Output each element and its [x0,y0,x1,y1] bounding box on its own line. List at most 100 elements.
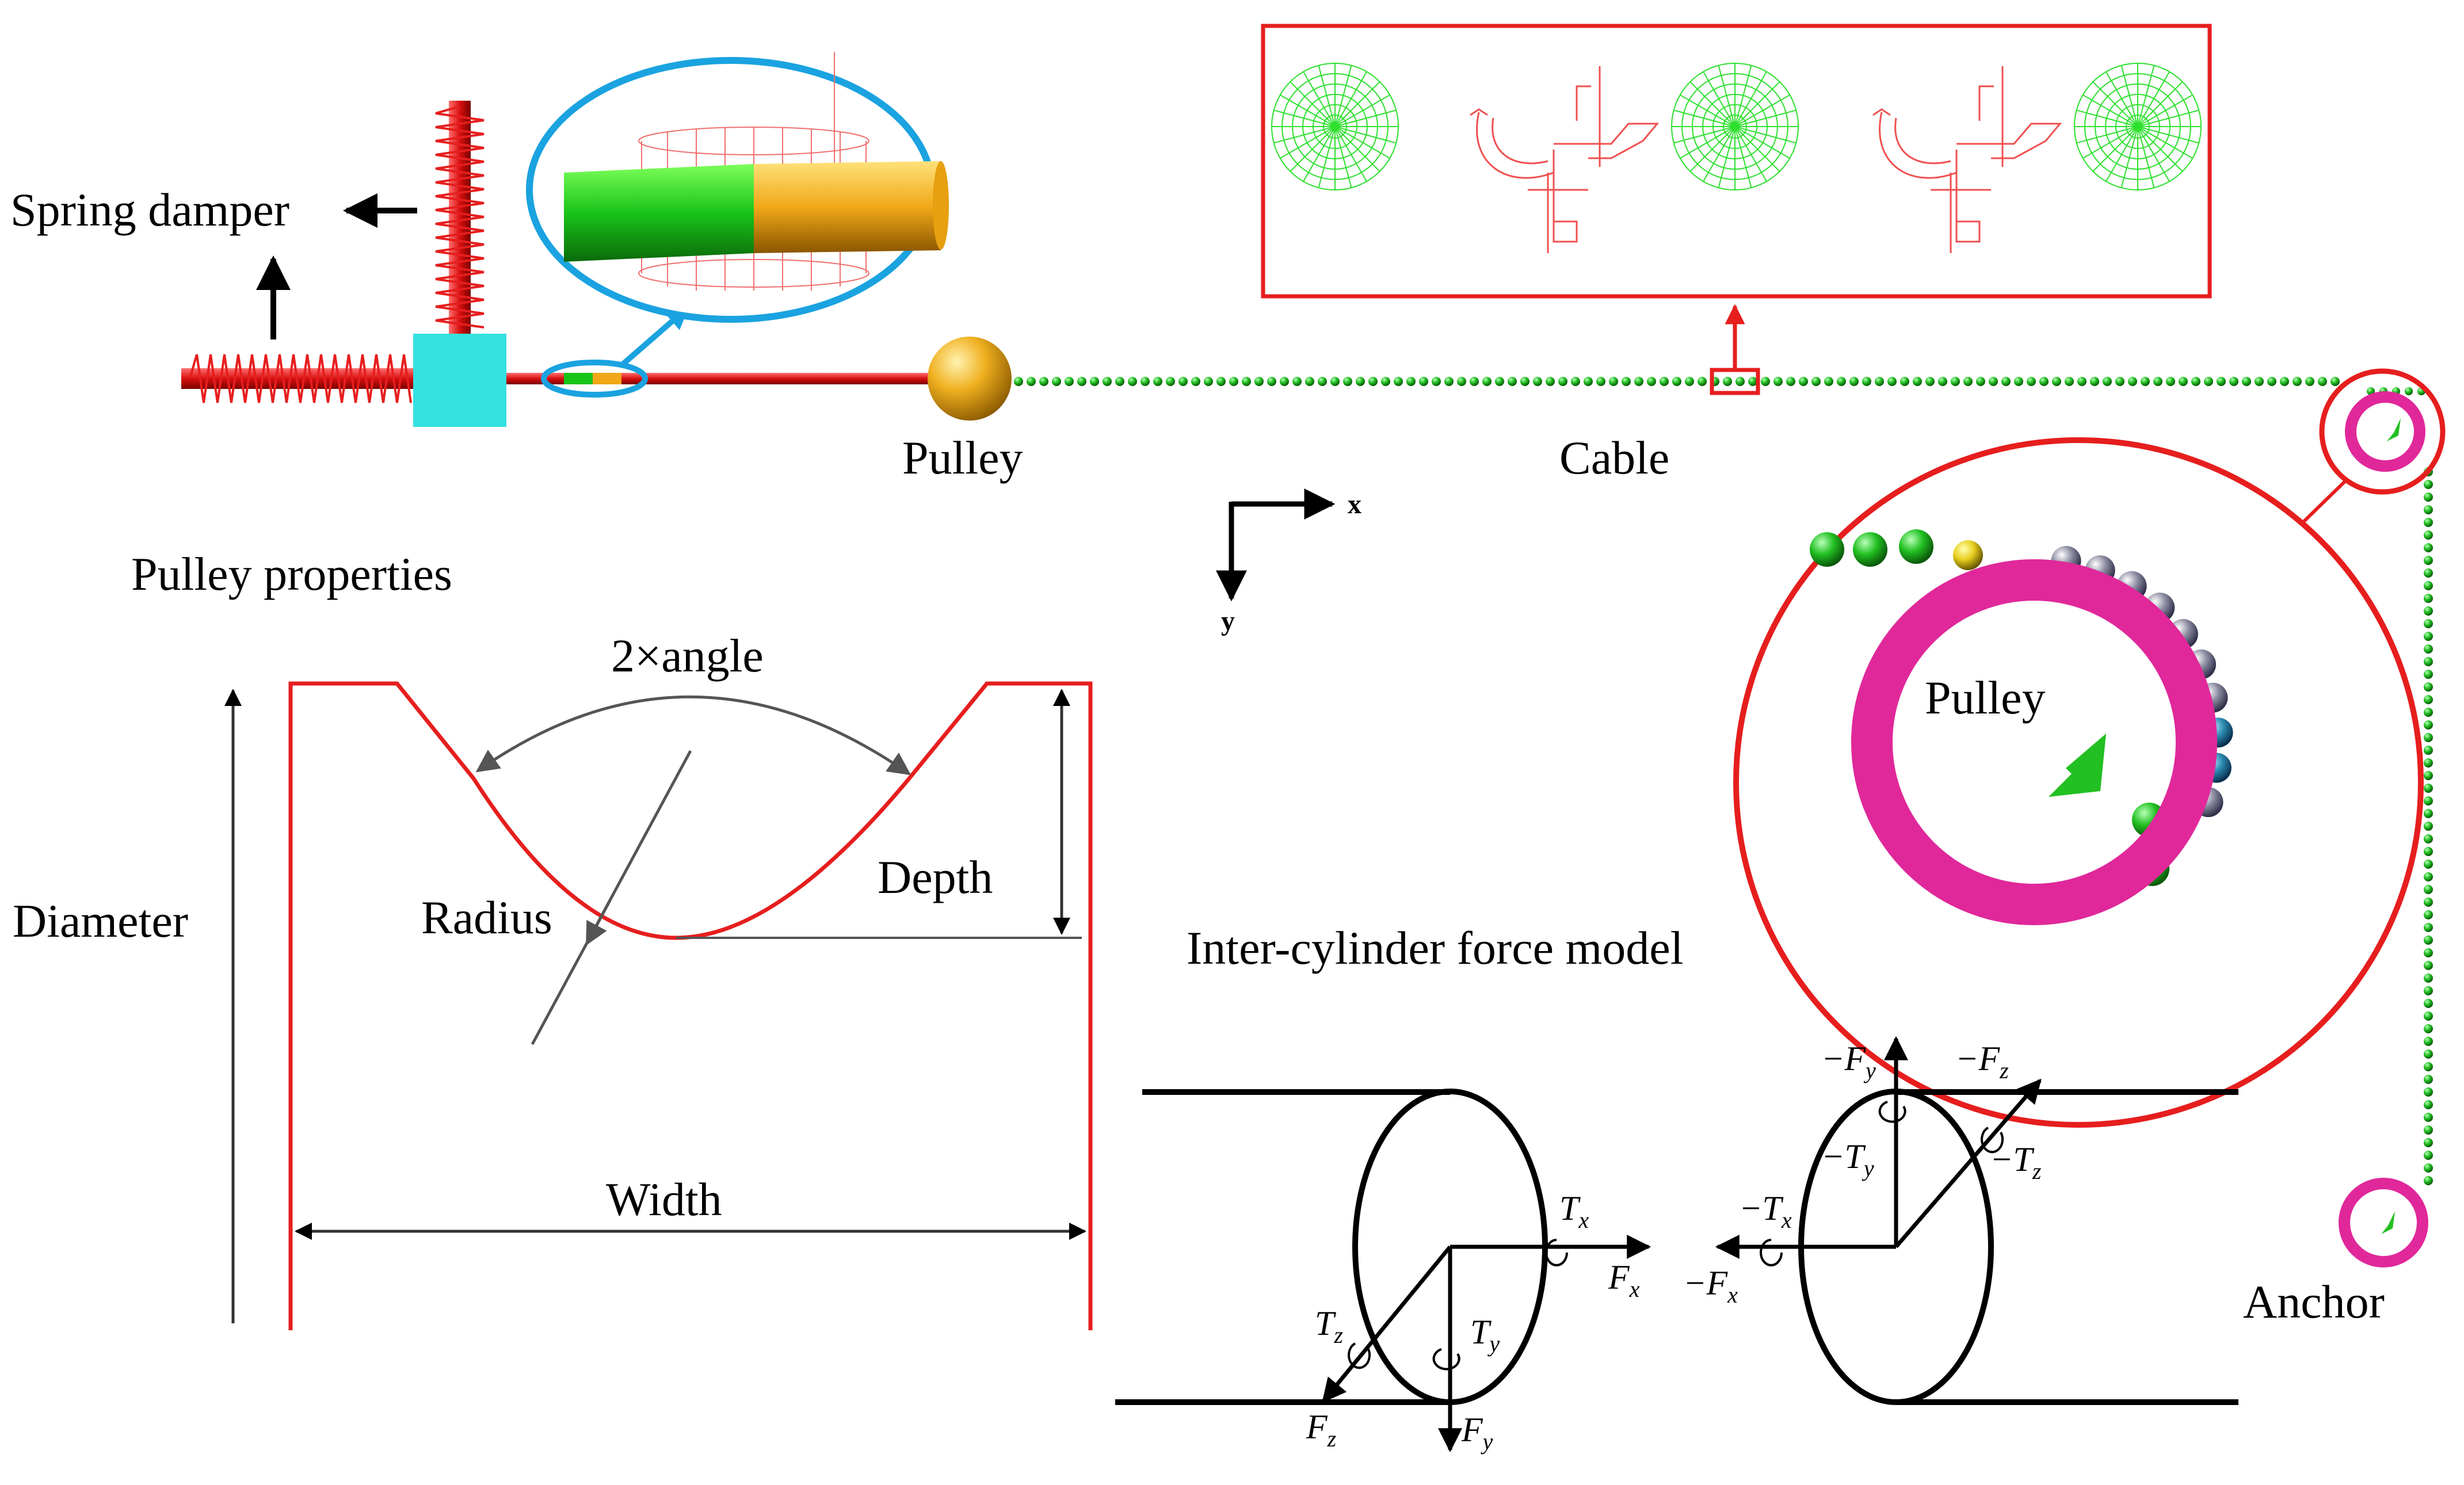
cable-bead [2141,377,2150,386]
cable-bead [2424,480,2433,489]
cable-bead [1356,377,1365,386]
cable-bead [1039,377,1048,386]
axis-x-label: x [1348,489,1361,520]
cable-bead [1229,377,1238,386]
cable-bead [2424,1151,2433,1160]
cable-bead [1761,377,1770,386]
mesh-spoke [1734,126,1752,188]
cable-bead [2027,377,2036,386]
radius-arrow [585,899,612,946]
cable-bead [1609,377,1618,386]
cable-bead [2424,1125,2433,1135]
mesh-spoke [1734,81,1780,127]
cable-bead [1204,377,1213,386]
cable-bead [2424,530,2433,540]
small-cylinder-green [564,373,593,384]
cable-bead [1090,377,1099,386]
cable-bead [1432,377,1441,386]
cable-bead [2424,493,2433,502]
mesh-spoke [1734,94,1790,127]
cable-bead [2424,809,2433,818]
cable-bead [2424,695,2433,704]
cable-bead [2424,644,2433,654]
mesh-spoke [2137,126,2183,172]
cable-bead [1660,377,1669,386]
cable-bead [1470,377,1479,386]
small-cylinder-gold [593,373,621,384]
mesh-spoke [1703,71,1736,127]
cable-bead [2115,377,2124,386]
mesh-spoke [1334,126,1380,172]
left-label-fy: Fy [1461,1411,1493,1455]
cylinder-green-half [564,164,754,262]
mesh-spoke [1703,126,1736,182]
cable-bead [1103,377,1112,386]
mesh-spoke [1718,65,1736,127]
mesh-spoke [2120,126,2138,188]
mesh-spoke [2137,126,2170,182]
cable-bead [1887,377,1897,386]
mesh-spoke [1280,126,1336,159]
cable-bead [2424,657,2433,666]
zoom-highlight-small [541,360,648,398]
cable-bead [1647,377,1656,386]
mesh-spoke [2076,109,2138,127]
mesh-spoke [1689,81,1736,127]
mesh-spoke [1673,109,1736,127]
pulley-highlight-circle [2319,368,2446,495]
right-label-tx: −Tx [1739,1189,1792,1233]
cable-bead [1242,377,1251,386]
cable-bead [1508,377,1517,386]
pulley-direction-marker [2049,734,2106,797]
mesh-spoke [2120,65,2138,127]
cable-bead [1558,377,1567,386]
cable-bead [1963,377,1973,386]
cable-bead [1837,377,1846,386]
mesh-spoke [1334,126,1367,182]
mesh-spoke [1334,94,1390,127]
cable-bead [1773,377,1783,386]
cable-bead [1622,377,1631,386]
cable-bead [2424,720,2433,730]
right-force-z [1894,1078,2042,1249]
cable-bead [1799,377,1808,386]
pulley-ring-top [2345,391,2425,472]
mesh-spoke [1334,126,1352,188]
label-2x-angle: 2×angle [611,629,764,682]
cable-bead [2103,377,2112,386]
cable-bead [2305,377,2314,386]
cable-element-zoom [1261,24,2212,299]
cable-bead [1394,377,1403,386]
cable-bead [1254,377,1264,386]
cable-bead [2424,594,2433,603]
cable-bead [1115,377,1124,386]
mesh-spoke [1318,65,1336,127]
cable-bead [2179,377,2188,386]
mesh-spoke [2137,126,2193,159]
cable-bead [1166,377,1175,386]
cable-bead [2077,377,2087,386]
right-torque-y-glyph [1878,1101,1906,1123]
force-model-left-cylinder: Tx Fx Tz Fz Ty Fy [1115,1089,1651,1455]
label-spring-damper: Spring damper [10,184,289,236]
cable-bead [1698,377,1707,386]
cable-bead [1077,377,1086,386]
mesh-spoke [2082,126,2138,159]
cable-bead [2280,377,2289,386]
mesh-spoke [2106,126,2138,182]
left-label-fx: Fx [1608,1258,1640,1302]
mesh-spoke [2137,109,2199,127]
mesh-spoke [1689,126,1736,172]
mesh-spoke [1718,126,1736,188]
cable-bead [2318,377,2327,386]
mesh-spoke [2076,126,2138,144]
cable-bead [2255,377,2264,386]
cable-bead [1216,377,1226,386]
cable-bead [2424,1062,2433,1071]
cable-bead [2424,619,2433,628]
cable-bead [2065,377,2074,386]
pulley-ring-large [1851,559,2217,925]
cable-bead [2052,377,2061,386]
cable-bead [2204,377,2213,386]
